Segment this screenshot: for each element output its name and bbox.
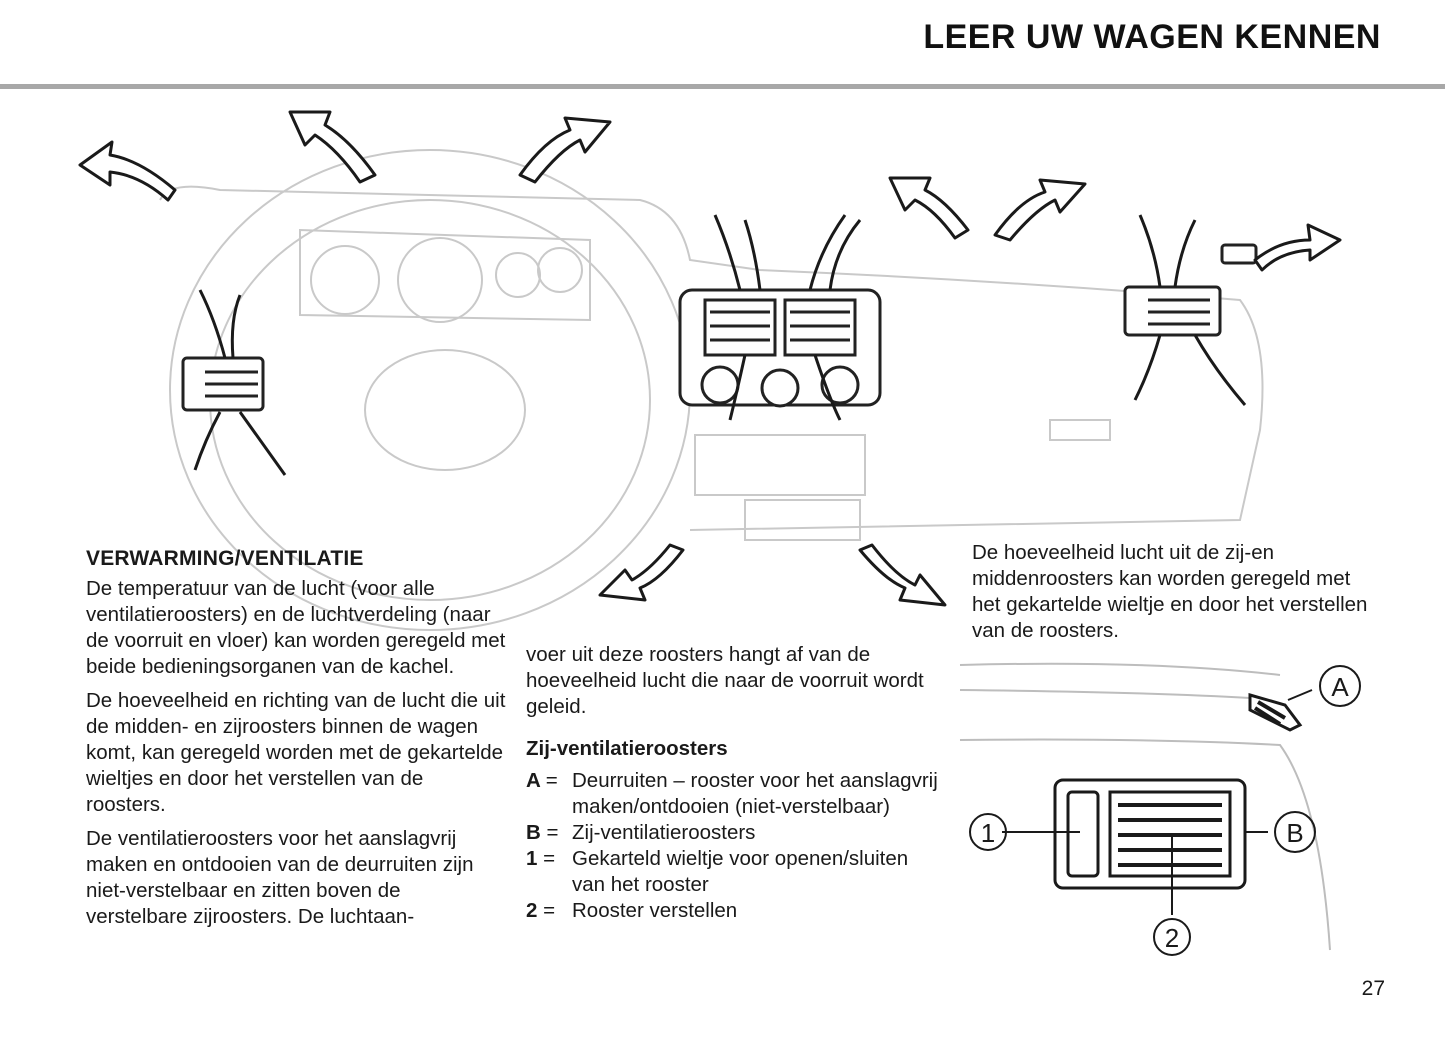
paragraph: De temperatuur van de lucht (voor alle v… bbox=[86, 577, 506, 678]
legend-key: A = bbox=[526, 769, 558, 792]
middle-column: voer uit deze roosters hangt af van de h… bbox=[526, 642, 946, 924]
legend-key: 1 = bbox=[526, 847, 556, 870]
dashboard-airflow-illustration bbox=[78, 110, 1342, 631]
page-number: 27 bbox=[1361, 977, 1385, 1000]
left-column: VERWARMING/VENTILATIE De temperatuur van… bbox=[86, 546, 506, 938]
legend-text: Deurruiten – rooster voor het aanslagvri… bbox=[572, 769, 938, 818]
callout-a-label: A bbox=[1331, 672, 1349, 702]
section-heading: VERWARMING/VENTILATIE bbox=[86, 547, 364, 570]
paragraph-continuation: voer uit deze roosters hangt af van de h… bbox=[526, 643, 924, 718]
paragraph: De ventilatieroosters voor het aanslagvr… bbox=[86, 827, 474, 928]
legend-text: Zij-ventilatieroosters bbox=[572, 821, 756, 844]
paragraph: De hoeveelheid en richting van de lucht … bbox=[86, 689, 506, 816]
callout-b-label: B bbox=[1286, 818, 1303, 848]
legend-list: A = Deurruiten – rooster voor het aansla… bbox=[526, 768, 946, 924]
side-vent-detail-illustration: 1 2 B A bbox=[959, 662, 1361, 956]
legend-key: 2 = bbox=[526, 899, 556, 922]
legend-key: B = bbox=[526, 821, 559, 844]
page-title: LEER UW WAGEN KENNEN bbox=[923, 18, 1381, 56]
callout-2-label: 2 bbox=[1165, 923, 1179, 953]
paragraph: De hoeveelheid lucht uit de zij-en midde… bbox=[972, 541, 1368, 642]
header-rule bbox=[0, 84, 1445, 89]
legend-text: Rooster verstellen bbox=[572, 899, 738, 922]
right-column: De hoeveelheid lucht uit de zij-en midde… bbox=[972, 540, 1382, 652]
callout-1-label: 1 bbox=[981, 818, 995, 848]
subsection-heading: Zij-ventilatieroosters bbox=[526, 737, 728, 760]
legend-text: Gekarteld wieltje voor openen/sluiten va… bbox=[572, 847, 909, 896]
